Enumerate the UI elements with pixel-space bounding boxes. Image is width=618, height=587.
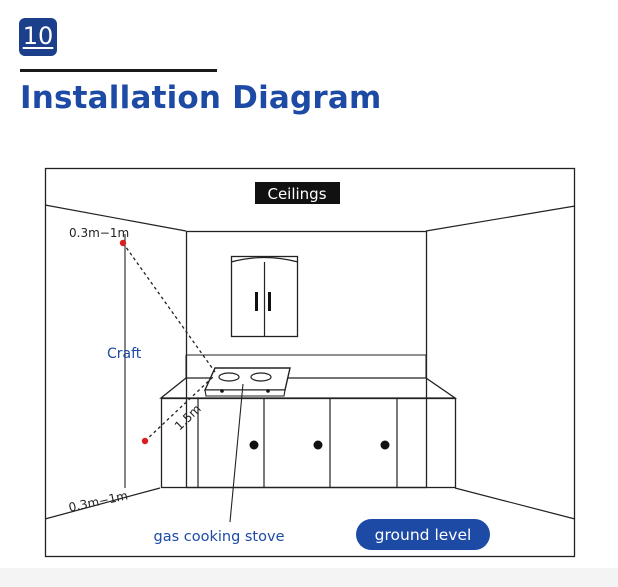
cabinet-handle-left xyxy=(255,292,258,311)
ground-level-badge xyxy=(356,519,490,550)
bottom-strip xyxy=(0,568,618,587)
ceiling-label: Ceilings xyxy=(267,185,326,203)
distance-label: 1.5m xyxy=(172,402,204,433)
title-rule xyxy=(20,69,217,72)
detector-dot-top xyxy=(119,239,127,247)
detector-dot-bottom xyxy=(141,437,149,445)
craft-label: Craft xyxy=(107,346,142,362)
step-number-badge: 10 xyxy=(19,18,57,56)
stove-burner xyxy=(218,372,240,382)
bottom-range-label: 0.3m−1m xyxy=(67,488,129,514)
floor-edge-left xyxy=(44,487,161,520)
stove-knob xyxy=(266,389,270,393)
wall-cabinet-top xyxy=(230,256,299,263)
top-range-label: 0.3m−1m xyxy=(69,226,129,240)
floor-edge-right xyxy=(454,487,576,520)
ceiling-label-box xyxy=(255,182,340,204)
ceiling-edge-left xyxy=(44,204,187,232)
ceiling-edge-right xyxy=(425,205,576,232)
gas-stove xyxy=(203,367,291,391)
detector-line-top xyxy=(122,242,216,373)
gas-stove-front xyxy=(204,389,286,397)
stove-knob xyxy=(220,389,224,393)
ground-level-label: ground level xyxy=(375,526,472,544)
cabinet-knob xyxy=(380,440,390,450)
cabinet-knob xyxy=(249,440,259,450)
stove-leader-line xyxy=(229,383,244,523)
wall-cabinet xyxy=(230,255,299,338)
room-frame xyxy=(44,167,576,558)
base-cabinets xyxy=(160,397,457,489)
detector-line-bottom xyxy=(144,375,215,442)
step-number: 10 xyxy=(22,22,54,50)
back-wall xyxy=(185,230,428,489)
cabinet-knob xyxy=(313,440,323,450)
cabinet-handle-right xyxy=(268,292,271,311)
page-title: Installation Diagram xyxy=(20,80,382,116)
stove-label: gas cooking stove xyxy=(153,529,284,545)
stove-burner xyxy=(250,372,272,382)
countertop xyxy=(159,377,458,399)
